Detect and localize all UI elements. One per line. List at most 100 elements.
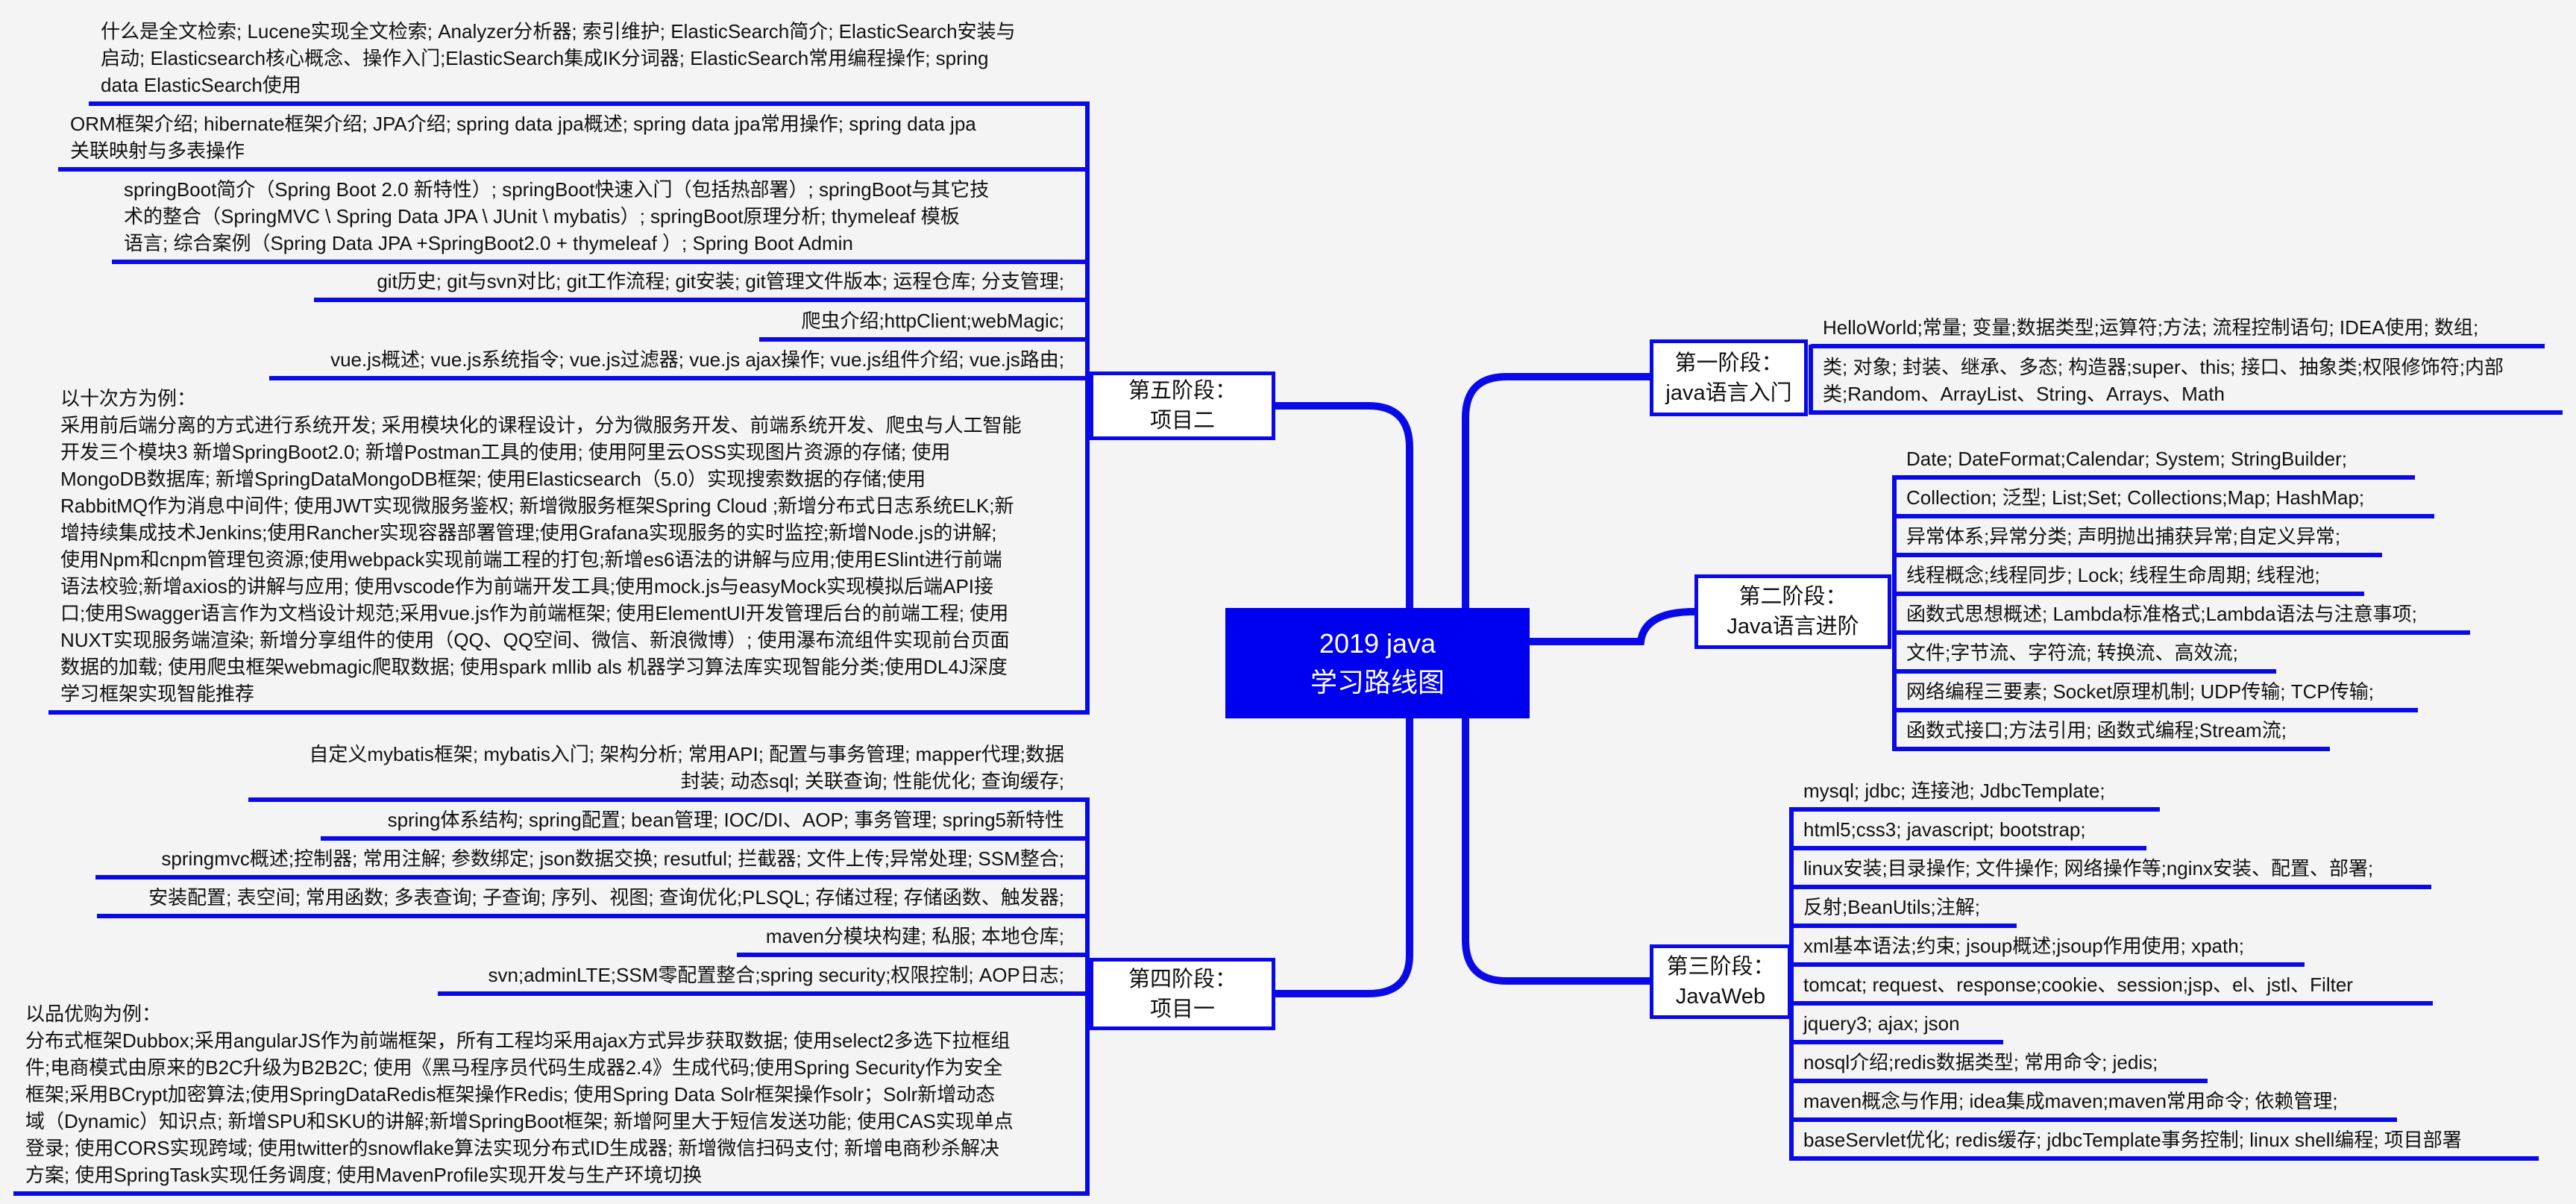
topic-text-line: springmvc概述;控制器; 常用注解; 参数绑定; json数据交换; r… — [161, 847, 1064, 870]
connector-stage2 — [1530, 608, 1695, 645]
stage2-topic-5[interactable]: 函数式思想概述; Lambda标准格式;Lambda语法与注意事项; — [1894, 596, 2470, 635]
topic-text-line: 方案; 使用SpringTask实现任务调度; 使用MavenProfile实现… — [25, 1164, 703, 1186]
stage3-topic-9[interactable]: maven概念与作用; idea集成maven;maven常用命令; 依赖管理; — [1791, 1083, 2397, 1122]
stage5-topic-6[interactable]: vue.js概述; vue.js系统指令; vue.js过滤器; vue.js … — [269, 342, 1090, 380]
topic-text-line: 什么是全文检索; Lucene实现全文检索; Analyzer分析器; 索引维护… — [101, 20, 1016, 43]
stage1-topic-1[interactable]: HelloWorld;常量; 变量;数据类型;运算符;方法; 流程控制语句; I… — [1811, 310, 2545, 348]
topic-text-line: 术的整合（SpringMVC \ Spring Data JPA \ JUnit… — [124, 205, 960, 228]
topic-text-line: 采用前后端分离的方式进行系统开发; 采用模块化的课程设计，分为微服务开发、前端系… — [60, 414, 1022, 436]
topic-text-line: 域（Dynamic）知识点; 新增SPU和SKU的讲解;新增SpringBoot… — [25, 1110, 1014, 1132]
stage5-topic-3[interactable]: springBoot简介（Spring Boot 2.0 新特性）; sprin… — [112, 172, 1090, 264]
connector-stage4 — [1275, 718, 1413, 997]
stage2-topic-2[interactable]: Collection; 泛型; List;Set; Collections;Ma… — [1894, 480, 2434, 518]
stage3-title: 第三阶段： — [1666, 955, 1775, 979]
topic-text-line: git历史; git与svn对比; git工作流程; git安装; git管理文… — [377, 270, 1064, 292]
topic-text-line: 件;电商模式由原来的B2C升级为B2B2C; 使用《黑马程序员代码生成器2.4》… — [25, 1056, 1003, 1079]
topic-text-line: 反射;BeanUtils;注解; — [1803, 896, 1980, 918]
stage5-topic-4[interactable]: git历史; git与svn对比; git工作流程; git安装; git管理文… — [314, 263, 1090, 302]
topic-text-line: mysql; jdbc; 连接池; JdbcTemplate; — [1803, 780, 2105, 802]
stage3-node[interactable]: 第三阶段： JavaWeb — [1650, 944, 1791, 1019]
topic-text-line: 函数式接口;方法引用; 函数式编程;Stream流; — [1906, 719, 2287, 741]
topic-text-line: 使用Npm和cnpm管理包资源;使用webpack实现前端工程的打包;新增es6… — [60, 548, 1002, 571]
stage2-topic-1[interactable]: Date; DateFormat;Calendar; System; Strin… — [1894, 441, 2415, 480]
topic-text-line: Collection; 泛型; List;Set; Collections;Ma… — [1906, 486, 2365, 509]
stage3-topic-5[interactable]: xml基本语法;约束; jsoup概述;jsoup作用使用; xpath; — [1791, 928, 2305, 967]
stage3-topic-2[interactable]: html5;css3; javascript; bootstrap; — [1791, 812, 2146, 850]
stage3-bracket — [1789, 807, 1794, 1161]
topic-text-line: 类;Random、ArrayList、String、Arrays、Math — [1823, 383, 2225, 405]
topic-text-line: maven概念与作用; idea集成maven;maven常用命令; 依赖管理; — [1803, 1090, 2338, 1112]
topic-text-line: 函数式思想概述; Lambda标准格式;Lambda语法与注意事项; — [1906, 603, 2417, 625]
topic-text-line: RabbitMQ作为消息中间件; 使用JWT实现微服务鉴权; 新增微服务框架Sp… — [60, 495, 1014, 517]
topic-text-line: 关联映射与多表操作 — [70, 139, 245, 162]
stage1-title: 第一阶段： — [1674, 351, 1783, 375]
stage1-topic-2[interactable]: 类; 对象; 封装、继承、多态; 构造器;super、this; 接口、抽象类;… — [1811, 349, 2563, 415]
stage2-topic-7[interactable]: 网络编程三要素; Socket原理机制; UDP传输; TCP传输; — [1894, 674, 2418, 712]
stage3-topic-3[interactable]: linux安装;目录操作; 文件操作; 网络操作等;nginx安装、配置、部署; — [1791, 850, 2431, 889]
topic-text-line: 类; 对象; 封装、继承、多态; 构造器;super、this; 接口、抽象类;… — [1823, 356, 2504, 378]
stage2-bracket — [1892, 475, 1897, 751]
stage2-title: 第二阶段： — [1738, 585, 1847, 609]
stage4-topic-2[interactable]: spring体系结构; spring配置; bean管理; IOC/DI、AOP… — [321, 802, 1090, 841]
topic-text-line: 数据的加载; 使用爬虫框架webmagic爬取数据; 使用spark mllib… — [60, 656, 1008, 678]
topic-text-line: 框架;采用BCrypt加密算法;使用SpringDataRedis框架操作Red… — [25, 1083, 996, 1106]
stage5-topic-7[interactable]: 以十次方为例：采用前后端分离的方式进行系统开发; 采用模块化的课程设计，分为微服… — [48, 380, 1090, 715]
topic-text-line: spring体系结构; spring配置; bean管理; IOC/DI、AOP… — [387, 809, 1064, 831]
stage3-subtitle: JavaWeb — [1675, 985, 1766, 1009]
topic-text-line: 安装配置; 表空间; 常用函数; 多表查询; 子查询; 序列、视图; 查询优化;… — [148, 886, 1064, 909]
topic-text-line: MongoDB数据库; 新增SpringDataMongoDB框架; 使用Ela… — [60, 468, 926, 490]
stage4-topic-1[interactable]: 自定义mybatis框架; mybatis入门; 架构分析; 常用API; 配置… — [248, 736, 1090, 802]
connector-stage3 — [1462, 718, 1651, 985]
topic-text-line: Date; DateFormat;Calendar; System; Strin… — [1906, 448, 2348, 470]
topic-text-line: data ElasticSearch使用 — [101, 74, 301, 96]
stage1-subtitle: java语言入门 — [1665, 380, 1792, 405]
topic-text-line: 分布式框架Dubbox;采用angularJS作为前端框架，所有工程均采用aja… — [25, 1029, 1011, 1052]
topic-text-line: html5;css3; javascript; bootstrap; — [1803, 818, 2086, 841]
stage3-topic-8[interactable]: nosql介绍;redis数据类型; 常用命令; jedis; — [1791, 1044, 2208, 1083]
stage5-bracket — [1085, 101, 1090, 715]
topic-text-line: 以品优购为例： — [25, 1003, 162, 1025]
stage1-bracket — [1809, 345, 1813, 415]
stage2-topic-6[interactable]: 文件;字节流、字符流; 转换流、高效流; — [1894, 635, 2276, 674]
stage4-title: 第四阶段： — [1128, 967, 1237, 991]
stage4-topic-3[interactable]: springmvc概述;控制器; 常用注解; 参数绑定; json数据交换; r… — [95, 841, 1090, 880]
stage2-topic-4[interactable]: 线程概念;线程同步; Lock; 线程生命周期; 线程池; — [1894, 557, 2364, 596]
stage1-node[interactable]: 第一阶段： java语言入门 — [1650, 339, 1808, 416]
stage2-topic-3[interactable]: 异常体系;异常分类; 声明抛出捕获异常;自定义异常; — [1894, 518, 2382, 557]
central-topic[interactable]: 2019 java 学习路线图 — [1225, 608, 1530, 718]
stage4-node[interactable]: 第四阶段： 项目一 — [1090, 958, 1275, 1030]
stage5-topic-1[interactable]: 什么是全文检索; Lucene实现全文检索; Analyzer分析器; 索引维护… — [89, 13, 1090, 106]
topic-text-line: NUXT实现服务端渲染; 新增分享组件的使用（QQ、QQ空间、微信、新浪微博）;… — [60, 629, 1010, 651]
topic-text-line: 语言; 综合案例（Spring Data JPA +SpringBoot2.0 … — [124, 232, 853, 254]
stage5-node[interactable]: 第五阶段： 项目二 — [1090, 371, 1275, 440]
connector-stage1 — [1462, 373, 1651, 608]
stage2-topic-8[interactable]: 函数式接口;方法引用; 函数式编程;Stream流; — [1894, 712, 2330, 751]
central-topic-line2: 学习路线图 — [1310, 667, 1445, 697]
topic-text-line: vue.js概述; vue.js系统指令; vue.js过滤器; vue.js … — [330, 348, 1064, 371]
stage2-subtitle: Java语言进阶 — [1727, 615, 1859, 639]
stage3-topic-10[interactable]: baseServlet优化; redis缓存; jdbcTemplate事务控制… — [1791, 1122, 2539, 1161]
stage3-topic-6[interactable]: tomcat; request、response;cookie、session;… — [1791, 967, 2433, 1006]
stage3-topic-1[interactable]: mysql; jdbc; 连接池; JdbcTemplate; — [1791, 773, 2160, 812]
topic-text-line: tomcat; request、response;cookie、session;… — [1803, 973, 2353, 996]
topic-text-line: 异常体系;异常分类; 声明抛出捕获异常;自定义异常; — [1906, 525, 2341, 548]
stage3-topic-7[interactable]: jquery3; ajax; json — [1791, 1006, 2003, 1044]
stage4-topic-7[interactable]: 以品优购为例： 分布式框架Dubbox;采用angularJS作为前端框架，所有工… — [13, 996, 1090, 1196]
stage2-node[interactable]: 第二阶段： Java语言进阶 — [1694, 574, 1891, 649]
topic-text-line: springBoot简介（Spring Boot 2.0 新特性）; sprin… — [124, 178, 990, 201]
stage4-topic-5[interactable]: maven分模块构建; 私服; 本地仓库; — [737, 918, 1090, 957]
topic-text-line: 启动; Elasticsearch核心概念、操作入门;ElasticSearch… — [101, 47, 989, 69]
topic-text-line: 线程概念;线程同步; Lock; 线程生命周期; 线程池; — [1906, 564, 2320, 586]
topic-text-line: 语法校验;新增axios的讲解与应用; 使用vscode作为前端开发工具;使用m… — [60, 575, 994, 598]
stage5-topic-2[interactable]: ORM框架介绍; hibernate框架介绍; JPA介绍; spring da… — [58, 106, 1090, 172]
topic-text-line: 增持续集成技术Jenkins;使用Rancher实现容器部署管理;使用Grafa… — [60, 521, 997, 544]
stage5-topic-5[interactable]: 爬虫介绍;httpClient;webMagic; — [759, 303, 1090, 342]
stage4-topic-4[interactable]: 安装配置; 表空间; 常用函数; 多表查询; 子查询; 序列、视图; 查询优化;… — [97, 880, 1090, 918]
stage4-topic-6[interactable]: svn;adminLTE;SSM零配置整合;spring security;权限… — [438, 957, 1090, 996]
stage5-subtitle: 项目二 — [1149, 409, 1215, 433]
topic-text-line: 爬虫介绍;httpClient;webMagic; — [801, 310, 1064, 332]
topic-text-line: baseServlet优化; redis缓存; jdbcTemplate事务控制… — [1803, 1129, 2462, 1151]
topic-text-line: 网络编程三要素; Socket原理机制; UDP传输; TCP传输; — [1906, 680, 2374, 703]
stage5-title: 第五阶段： — [1128, 379, 1237, 403]
stage3-topic-4[interactable]: 反射;BeanUtils;注解; — [1791, 889, 2017, 928]
